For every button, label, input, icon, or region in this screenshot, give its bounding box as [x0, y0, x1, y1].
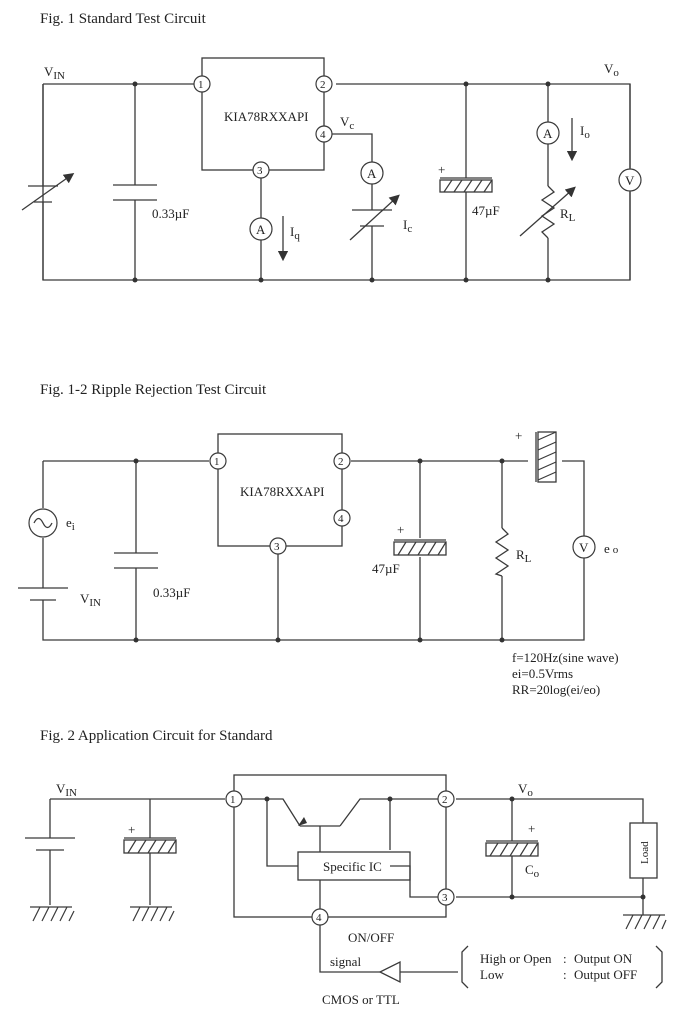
- fig12-vin-label: VIN: [80, 591, 101, 609]
- fig2-pin3-label: 3: [442, 892, 448, 904]
- fig1-standard-test-circuit: Fig. 1 Standard Test Circuit 0.33µF KIA7…: [21, 11, 642, 283]
- fig12-pin4: [333, 509, 351, 527]
- fig2-title: Fig. 2 Application Circuit for Standard: [40, 728, 273, 744]
- fig12-ei-label: ei: [66, 515, 75, 533]
- fig2-table-row1-sep: :: [563, 951, 567, 966]
- fig1-io-label: Io: [580, 123, 590, 141]
- fig2-load-label: Load: [639, 841, 651, 864]
- fig2-table-row1-cond: High or Open: [480, 951, 552, 966]
- fig1-ic-name: KIA78RXXAPI: [224, 109, 309, 124]
- fig1-rl-arrow: [519, 186, 576, 237]
- fig12-load-resistor: [494, 527, 510, 577]
- fig12-rl-label: RL: [516, 547, 532, 565]
- fig2-buffer-icon: [378, 960, 401, 984]
- fig1-pin2-label: 2: [320, 79, 326, 91]
- fig1-pin4-label: 4: [320, 129, 326, 141]
- fig2-vin-label: VIN: [56, 781, 77, 799]
- fig1-ammeter-ic: [360, 161, 384, 185]
- fig1-ammeter-iq-label: A: [256, 222, 266, 237]
- fig1-ammeter-io: [536, 121, 560, 145]
- fig2-specific-ic-label: Specific IC: [323, 859, 382, 874]
- fig1-vo-label: Vo: [604, 61, 619, 79]
- fig2-pin4-label: 4: [316, 912, 322, 924]
- fig2-co-label: Co: [525, 862, 540, 880]
- fig12-note-ei: ei=0.5Vrms: [512, 666, 573, 681]
- fig2-co-plus: +: [528, 821, 535, 836]
- fig2-table-row2-cond: Low: [480, 967, 504, 982]
- fig1-title: Fig. 1 Standard Test Circuit: [40, 11, 207, 27]
- fig1-pin1-label: 1: [198, 79, 204, 91]
- fig1-ic-label: Ic: [403, 217, 412, 235]
- fig2-cap-in-body: [123, 839, 177, 854]
- fig1-ammeter-iq: [249, 217, 273, 241]
- fig2-load-box: [629, 822, 658, 879]
- fig12-pin4-label: 4: [338, 513, 344, 525]
- fig12-pin2-label: 2: [338, 456, 344, 468]
- fig1-pin1: [193, 75, 211, 93]
- fig1-voltmeter: [618, 168, 642, 192]
- fig12-cap-in-label: 0.33µF: [153, 585, 190, 600]
- fig2-specific-ic-block: [297, 851, 411, 881]
- fig2-ground-icon-1: [32, 906, 75, 922]
- fig12-pin2: [333, 452, 351, 470]
- fig2-cap-in-plus: +: [128, 822, 135, 837]
- fig12-cap-out-plus: +: [397, 522, 404, 537]
- fig1-variable-supply-arrow: [21, 172, 75, 211]
- fig12-sine-icon: [33, 517, 53, 529]
- fig2-vo-label: Vo: [518, 781, 533, 799]
- fig12-pin3-label: 3: [274, 541, 280, 553]
- fig2-table-row2-sep: :: [563, 967, 567, 982]
- fig12-cap-out-body: [393, 541, 447, 556]
- fig1-voltmeter-label: V: [625, 173, 635, 188]
- fig1-cap-out-body: [439, 179, 493, 193]
- fig1-cap-in-label: 0.33µF: [152, 206, 189, 221]
- fig12-note-rr: RR=20log(ei/eo): [512, 682, 600, 697]
- fig12-voltmeter-label: V: [579, 540, 589, 555]
- fig12-pin1-label: 1: [214, 456, 220, 468]
- fig1-cap-out-plus: +: [438, 162, 445, 177]
- fig2-ground-icon-2: [132, 906, 175, 922]
- fig1-rl-label: RL: [560, 206, 576, 224]
- fig2-application-circuit: Fig. 2 Application Circuit for Standard …: [25, 728, 667, 1007]
- fig12-coupling-cap-plus: +: [515, 428, 522, 443]
- fig12-voltmeter: [572, 535, 596, 559]
- fig1-ammeter-ic-label: A: [367, 166, 377, 181]
- fig1-cap-out-label: 47µF: [472, 203, 500, 218]
- fig2-signal-label: signal: [330, 954, 361, 969]
- fig12-note-freq: f=120Hz(sine wave): [512, 650, 619, 665]
- fig1-iq-label: Iq: [290, 224, 300, 242]
- fig2-ground-icon-3: [625, 914, 667, 930]
- fig12-ripple-rejection-test-circuit: Fig. 1-2 Ripple Rejection Test Circuit e…: [18, 382, 619, 697]
- fig12-title: Fig. 1-2 Ripple Rejection Test Circuit: [40, 382, 267, 398]
- fig1-vin-label: VIN: [44, 64, 65, 82]
- fig2-pin1-label: 1: [230, 794, 236, 806]
- fig12-ic-name: KIA78RXXAPI: [240, 484, 325, 499]
- fig2-regulator-body: [233, 774, 447, 918]
- fig2-table-row2-out: Output OFF: [574, 967, 637, 982]
- fig1-ammeter-io-label: A: [543, 126, 553, 141]
- fig1-vc-supply-arrow: [349, 194, 400, 241]
- fig1-pin4: [315, 125, 333, 143]
- fig2-table-row1-out: Output ON: [574, 951, 633, 966]
- fig2-onoff-label: ON/OFF: [348, 930, 394, 945]
- fig2-cmos-label: CMOS or TTL: [322, 992, 400, 1007]
- fig12-pin1: [209, 452, 227, 470]
- fig1-pin3-label: 3: [257, 165, 263, 177]
- fig1-pin2: [315, 75, 333, 93]
- fig2-co-body: [485, 842, 539, 857]
- fig2-pin2-label: 2: [442, 794, 448, 806]
- fig12-cap-out-label: 47µF: [372, 561, 400, 576]
- fig1-pin3: [252, 161, 270, 179]
- fig12-coupling-cap-body: [537, 431, 557, 483]
- fig1-vc-label: Vc: [340, 114, 354, 132]
- fig12-pin3: [269, 537, 287, 555]
